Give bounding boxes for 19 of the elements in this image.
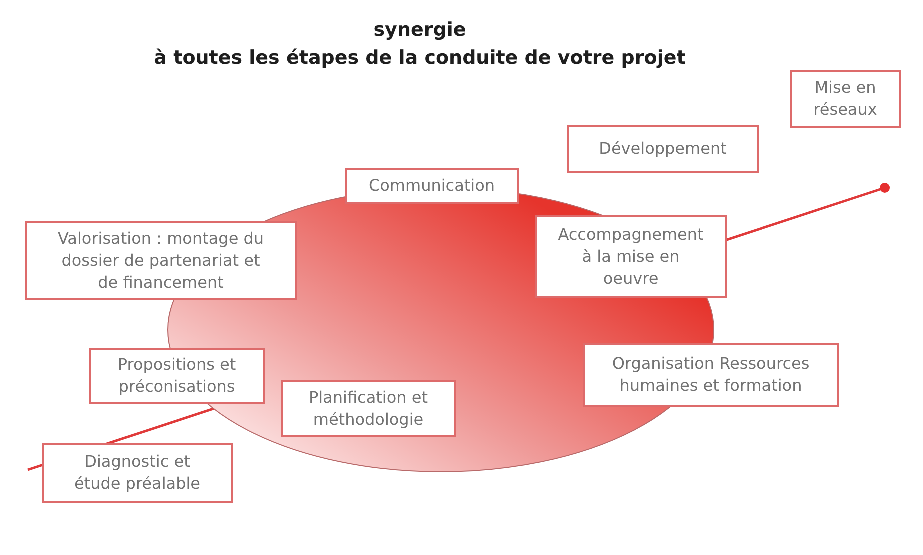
step-box [790, 70, 901, 128]
step-box [281, 380, 456, 437]
step-label: Planification et méthodologie [308, 386, 429, 430]
step-label: Accompagnement à la mise en oeuvre [557, 224, 705, 290]
step-label: Développement [599, 138, 727, 160]
step-label: Valorisation : montage du dossier de partenariat et de financement [56, 228, 266, 294]
step-label: Organisation Ressources humaines et formation [611, 353, 811, 397]
step-box [89, 348, 265, 404]
step-box [583, 343, 839, 407]
step-box [25, 221, 297, 300]
page-title: synergie à toutes les étapes de la conduite de votre projet [153, 18, 687, 71]
step-box [535, 215, 727, 298]
step-label: Diagnostic et étude préalable [73, 451, 202, 495]
step-label: Mise en réseaux [812, 77, 878, 121]
step-box [42, 443, 233, 503]
step-label: Communication [368, 175, 496, 197]
step-label: Propositions et préconisations [116, 354, 238, 398]
step-box [345, 168, 519, 204]
step-box [567, 125, 759, 173]
